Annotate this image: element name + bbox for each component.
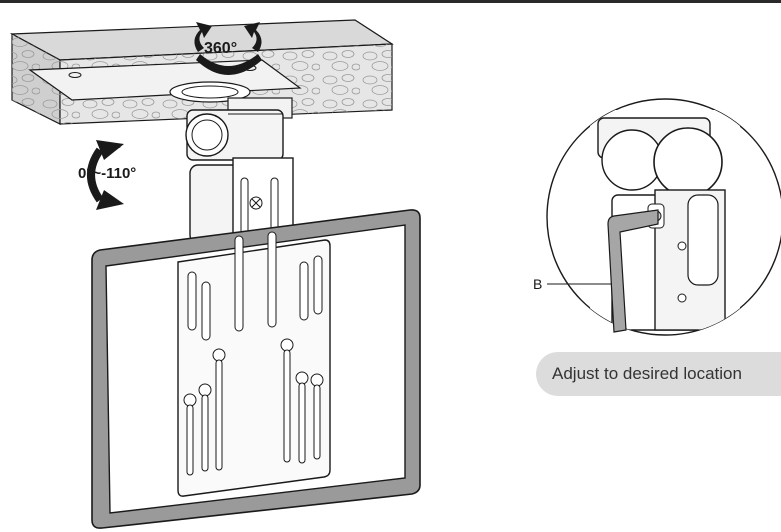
hex-key-tool [607,209,659,333]
caption-pill: Adjust to desired location [536,352,781,396]
swivel-angle-label: 360° [204,40,237,57]
tilt-angle-label: 0°~-110° [78,165,136,182]
tilt-arrows-icon [87,140,124,210]
detail-inset [546,98,781,336]
swivel-arrows-icon [194,22,262,75]
tilt-pivot-joint [185,109,284,161]
top-border [0,0,781,3]
mounting-plate [177,231,331,497]
part-label: B [533,276,542,292]
